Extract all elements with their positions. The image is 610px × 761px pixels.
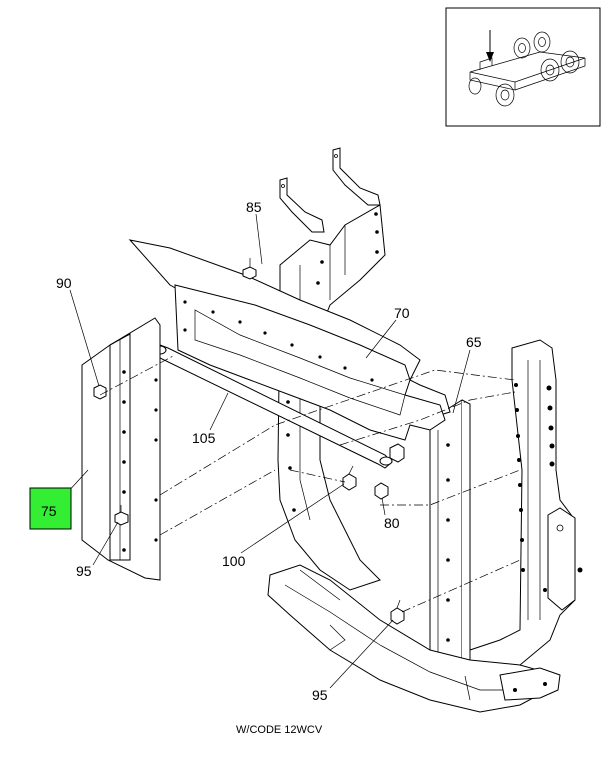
phantom-lines bbox=[99, 354, 521, 613]
inset-frame bbox=[445, 7, 601, 127]
left-side-panel bbox=[81, 317, 161, 581]
callout-65: 65 bbox=[466, 334, 482, 350]
upper-baffle bbox=[128, 239, 451, 441]
upright-holes bbox=[286, 212, 379, 512]
callout-95-left: 95 bbox=[76, 563, 92, 579]
post-holes bbox=[446, 443, 450, 642]
callout-70: 70 bbox=[394, 305, 410, 321]
callouts: 85 90 70 65 105 75 80 100 95 95 bbox=[29, 199, 482, 703]
callout-95-bottom: 95 bbox=[312, 687, 328, 703]
highlight-box-75 bbox=[29, 487, 72, 530]
callout-105: 105 bbox=[192, 430, 216, 446]
callout-100: 100 bbox=[222, 553, 246, 569]
callout-80: 80 bbox=[384, 515, 400, 531]
rail-holes bbox=[514, 383, 583, 592]
fasteners bbox=[342, 465, 405, 625]
diagram-caption: W/CODE 12WCV bbox=[236, 724, 323, 736]
callout-90: 90 bbox=[56, 275, 72, 291]
center-upright bbox=[277, 147, 386, 591]
radiator-support-frame bbox=[267, 339, 583, 713]
callout-75[interactable]: 75 bbox=[41, 503, 57, 519]
locator-inset bbox=[445, 7, 601, 127]
leader-lines bbox=[65, 213, 471, 689]
callout-85: 85 bbox=[246, 199, 262, 215]
baffle-holes bbox=[183, 300, 374, 382]
